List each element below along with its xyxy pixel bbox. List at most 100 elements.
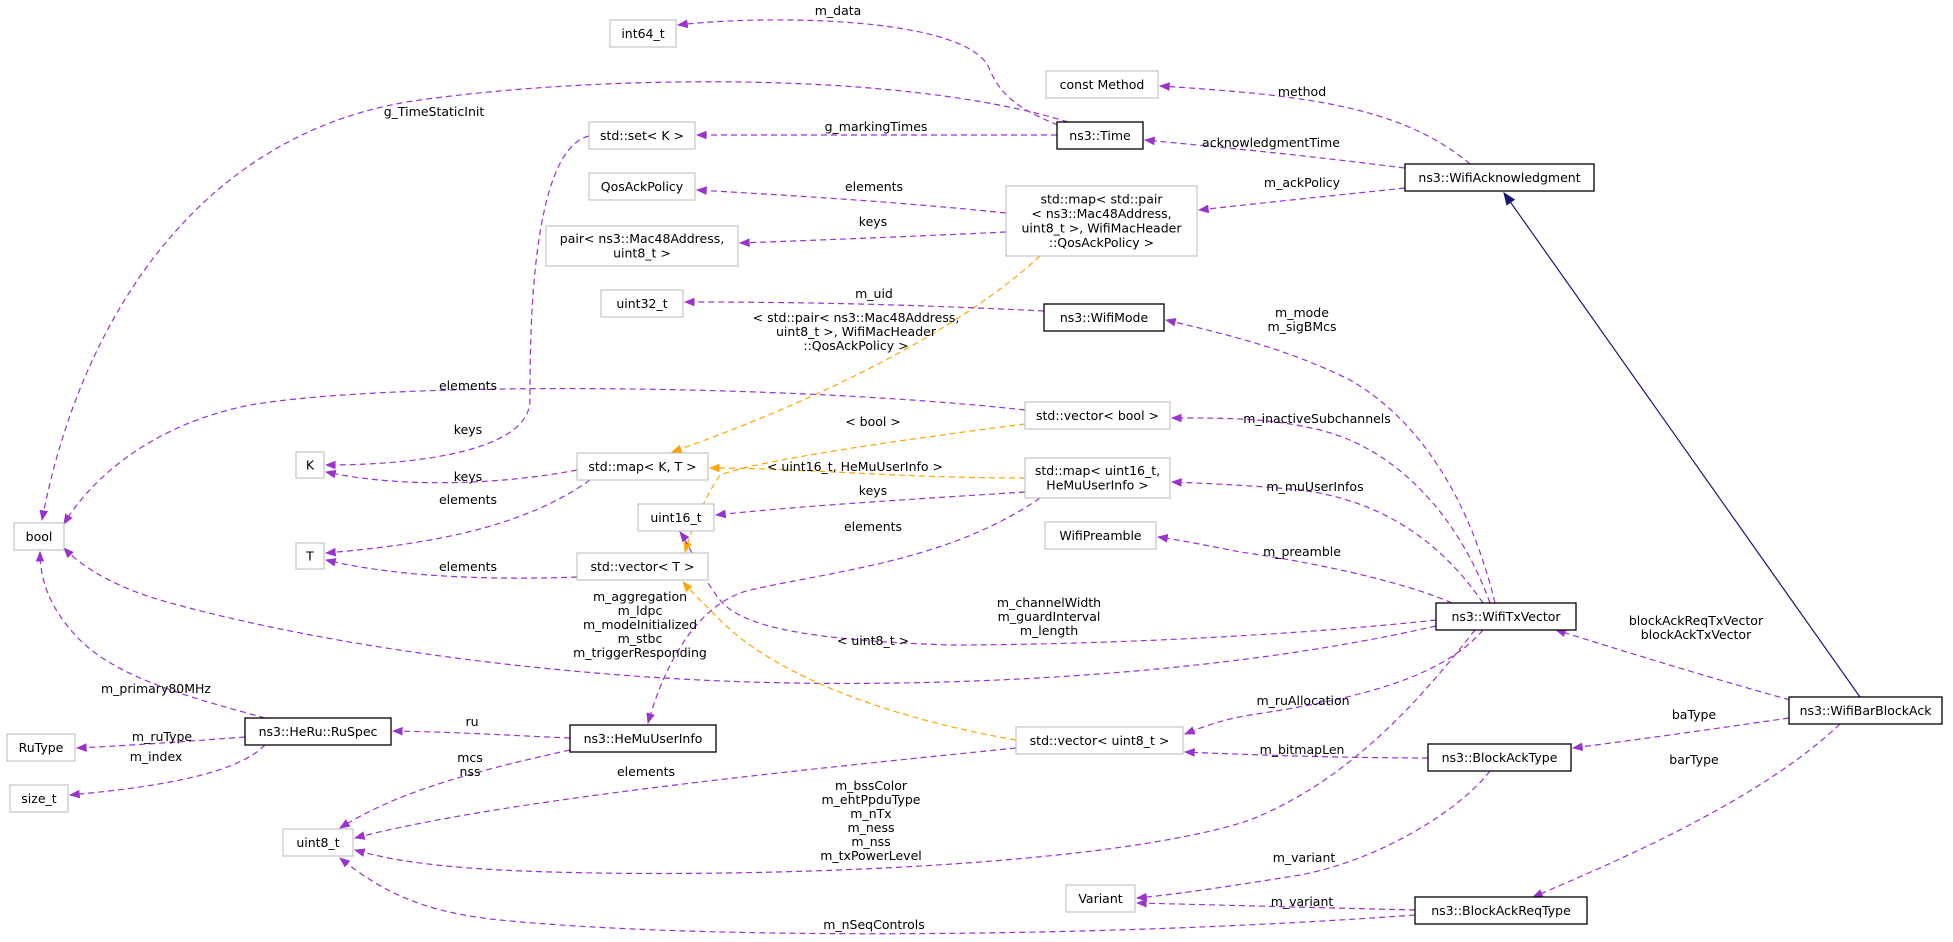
node-box [1404,163,1595,192]
edge-label: < std::pair< ns3::Mac48Address, [753,310,960,325]
edge-method: method [1158,82,1471,165]
edge-line [75,736,246,752]
edge-line [1197,187,1406,214]
edge-label: m_ackPolicy [1264,175,1341,190]
edge-line [682,581,1017,741]
node-mapu16[interactable]: std::map< uint16_t,HeMuUserInfo > [1024,457,1171,499]
node-blockackreqtype[interactable]: ns3::BlockAckReqType [1414,896,1588,925]
edge-u16elem: elements [646,497,1041,725]
edge-label: m_ruType [132,729,193,744]
edge-line [1135,898,1416,911]
edge-label: barType [1669,752,1719,767]
edge-line [353,629,1476,875]
node-time[interactable]: ns3::Time [1056,121,1144,150]
node-bool[interactable]: bool [13,522,65,551]
node-vecbool[interactable]: std::vector< bool > [1024,401,1171,430]
edge-line [1554,628,1791,701]
edge-line [1503,191,1861,698]
edge-label: m_ehtPpduType [822,792,921,807]
edge-line [1170,413,1491,604]
edge-label: ru [465,714,478,729]
node-box [569,724,717,753]
node-K[interactable]: K [295,451,325,479]
node-label: ns3::HeMuUserInfo [584,731,703,746]
node-box [6,733,76,762]
node-variant[interactable]: Variant [1065,884,1136,913]
node-uint16[interactable]: uint16_t [637,503,715,532]
edge-inherit [1503,191,1861,698]
node-barblockack[interactable]: ns3::WifiBarBlockAck [1788,696,1943,725]
node-box [1044,521,1157,550]
edge-label: < uint8_t > [837,633,909,648]
node-pair[interactable]: pair< ns3::Mac48Address,uint8_t > [545,225,739,267]
edge-label: elements [844,519,902,534]
edge-label: m_nSeqControls [823,917,925,932]
edge-label: keys [454,422,482,437]
edge-label: m_bssColor [835,778,908,793]
edge-line [324,558,578,579]
node-wifiack[interactable]: ns3::WifiAcknowledgment [1404,163,1595,192]
node-vect[interactable]: std::vector< T > [576,552,709,581]
edge-line [676,19,1059,126]
edge-line [353,747,1017,840]
edge-label: m_modeInitialized [583,617,697,632]
node-vecu8[interactable]: std::vector< uint8_t > [1015,726,1184,755]
edge-line [1532,723,1841,898]
edge-tmpl-u16: < uint16_t, HeMuUserInfo > [708,459,1026,479]
node-ruspec[interactable]: ns3::HeRu::RuSpec [244,717,392,746]
node-qosack[interactable]: QosAckPolicy [588,172,696,201]
node-constmethod[interactable]: const Method [1045,70,1159,99]
node-preamble[interactable]: WifiPreamble [1044,521,1157,550]
edge-acktime: acknowledgmentTime [1143,135,1406,169]
edge-label: method [1278,84,1326,99]
edge-line [683,297,1045,312]
edge-muid: m_uid [683,286,1045,312]
edge-label: m_variant [1273,850,1336,865]
node-int64[interactable]: int64_t [609,19,677,48]
node-uint32[interactable]: uint32_t [600,289,684,318]
node-box [609,19,677,48]
edge-line [391,726,571,739]
node-stdmappair[interactable]: std::map< std::pair< ns3::Mac48Address,u… [1005,185,1198,257]
edge-line [63,547,1437,685]
node-box [1045,70,1159,99]
node-stdset[interactable]: std::set< K > [588,121,696,150]
node-box [244,717,392,746]
node-label: std::vector< T > [591,559,695,574]
edge-gmark: g_markingTimes [695,119,1057,140]
node-sizet[interactable]: size_t [9,784,69,813]
edge-label: m_variant [1271,894,1334,909]
node-box [637,503,715,532]
edge-line [1571,717,1790,752]
edge-label: m_txPowerLevel [820,848,922,863]
node-label: const Method [1060,77,1145,92]
edge-setkeys: keys [324,135,590,470]
node-box [295,542,325,570]
node-box [588,172,696,201]
edge-p80: m_primary80MHz [35,550,266,719]
node-rutype[interactable]: RuType [6,733,76,762]
node-T[interactable]: T [295,542,325,570]
edge-label: uint8_t >, WifiMacHeader [776,324,937,339]
edge-label: m_ldpc [618,603,663,618]
node-label: T [305,548,314,563]
edge-line [68,744,266,799]
edge-line [35,550,266,719]
node-label: ns3::BlockAckType [1442,750,1558,765]
node-mapkt[interactable]: std::map< K, T > [576,452,709,481]
edge-line [1156,534,1453,604]
node-box [1015,726,1184,755]
edge-label: m_ruAllocation [1256,693,1349,708]
node-blockacktype[interactable]: ns3::BlockAckType [1427,743,1572,772]
edge-pairkeys: keys [738,214,1007,247]
node-uint8[interactable]: uint8_t [282,828,354,857]
edge-line [1143,136,1406,169]
edge-label: m_bitmapLen [1260,742,1345,757]
node-txvector[interactable]: ns3::WifiTxVector [1435,602,1577,631]
node-hemu[interactable]: ns3::HeMuUserInfo [569,724,717,753]
edge-pream: m_preamble [1156,534,1453,604]
node-wifimode[interactable]: ns3::WifiMode [1043,303,1165,332]
edge-label: m_nss [851,834,890,849]
